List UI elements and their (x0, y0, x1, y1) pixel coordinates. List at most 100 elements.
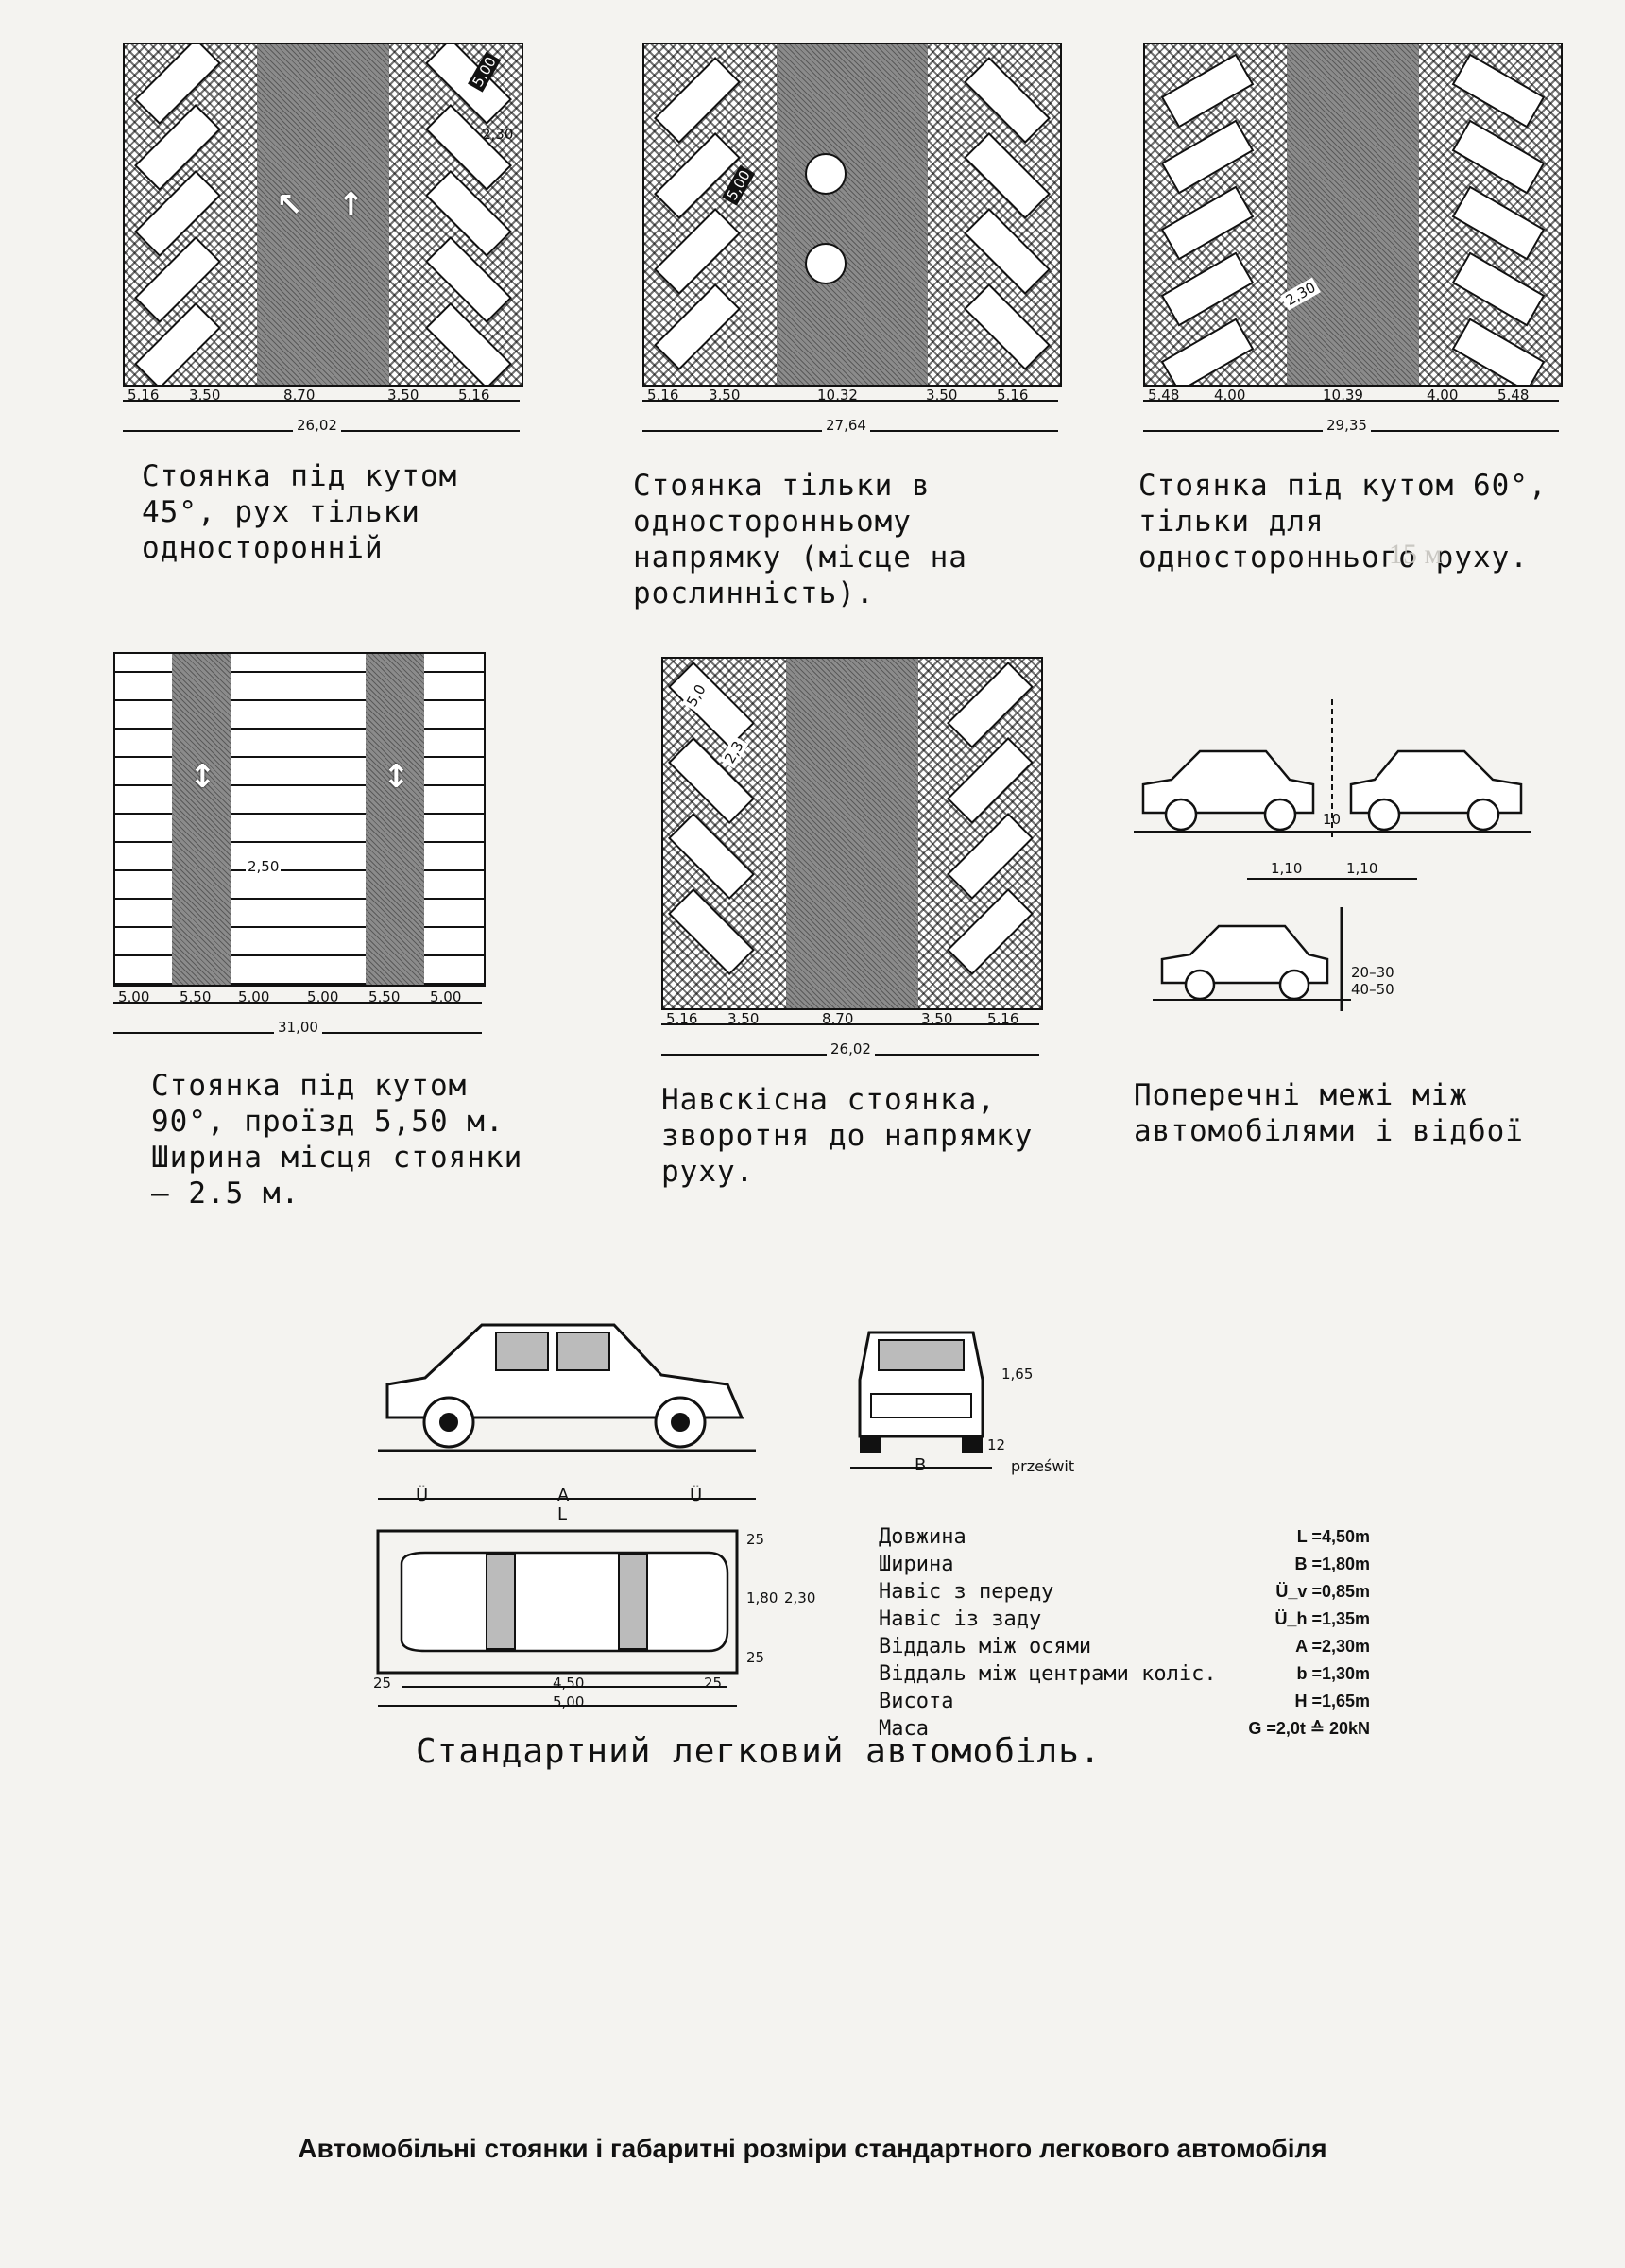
direction-arrow: ↕ (189, 758, 216, 796)
front-overhang-label: Ü (416, 1486, 429, 1505)
total-width: 26,02 (293, 417, 341, 434)
figure-caption: Автомобільні стоянки і габаритні розміри… (298, 2134, 1327, 2163)
panel-gaps: 10 1,10 1,10 20–30 40–50 Поперечні межі … (1134, 662, 1587, 1172)
dim-1: 5,48 (1148, 387, 1180, 404)
aisle-right (366, 654, 424, 985)
planting-circle (805, 243, 847, 284)
total-width: 26,02 (827, 1040, 875, 1057)
car-side-right (1349, 749, 1523, 832)
stall-width-label: 2,50 (246, 858, 282, 875)
panel-90-degree: ↕ ↕ 2,50 5,00 5,50 5,00 5,00 5,50 5,00 3… (113, 652, 529, 1238)
dim-6: 5,00 (430, 988, 462, 1005)
dim-2: 3,50 (189, 387, 221, 404)
car-plan-view (376, 1529, 739, 1707)
dim-4: 5,00 (307, 988, 339, 1005)
plan-outer-length: 5,00 (553, 1693, 585, 1710)
caption-90: Стоянка під кутом 90°, проїзд 5,50 м. Ши… (151, 1069, 523, 1211)
width-label: B (915, 1455, 927, 1475)
dim-2: 4,00 (1214, 387, 1246, 404)
dim-4: 3,50 (921, 1010, 953, 1027)
dim-1: 5,00 (118, 988, 150, 1005)
dim-3: 8,70 (283, 387, 316, 404)
planting-circle (805, 153, 847, 195)
standard-car-section: Ü A Ü L 1,65 12 B prześwit 25 25 25 25 1… (350, 1304, 1521, 1796)
length-dim-line (378, 1498, 756, 1500)
aisle (257, 44, 389, 385)
dimension-chain (123, 400, 520, 402)
aisle-left (172, 654, 231, 985)
height-label: 1,65 (1001, 1366, 1034, 1383)
dim-5: 5,50 (368, 988, 401, 1005)
dim-5: 5,16 (458, 387, 490, 404)
plan-margin-bottom: 25 (746, 1649, 765, 1666)
caption-gaps: Поперечні межі між автомобілями і відбої (1134, 1078, 1524, 1148)
aisle (786, 659, 918, 1008)
aisle (1287, 44, 1419, 385)
dim-5: 5,16 (987, 1010, 1019, 1027)
side-gap: 10 (1323, 811, 1342, 828)
dim-4: 3,50 (926, 387, 958, 404)
aisle (777, 44, 928, 385)
caption-oblique: Навскісна стоянка, зворотня до напрямку … (661, 1083, 1034, 1189)
wheelbase-label: A (557, 1486, 570, 1505)
clearance-label: 12 (987, 1436, 1006, 1453)
caption-one-way: Стоянка тільки в односторонньому напрямк… (633, 469, 967, 610)
dimension-chain (1143, 400, 1559, 402)
curb-gap-diagram (1153, 907, 1351, 1011)
curb-dim-1: 20–30 (1351, 964, 1394, 981)
direction-arrow: ↑ (337, 186, 365, 224)
panel-60-degree: 2,30 5,48 4,00 10,39 4,00 5,48 29,35 Сто… (1138, 43, 1573, 575)
dim-1: 5,16 (666, 1010, 698, 1027)
dim-4: 4,00 (1427, 387, 1459, 404)
length-label: L (557, 1504, 568, 1524)
rear-overhang-label: Ü (690, 1486, 703, 1505)
caption-60: Стоянка під кутом 60°, тільки для одност… (1138, 469, 1548, 575)
plan-margin-right: 25 (704, 1675, 723, 1692)
dim-3: 5,00 (238, 988, 270, 1005)
dim-1: 5,16 (647, 387, 679, 404)
plan-margin-left: 25 (373, 1675, 392, 1692)
dim-2: 3,50 (709, 387, 741, 404)
dim-4: 3,50 (387, 387, 419, 404)
dim-1: 5,16 (128, 387, 160, 404)
dim-5: 5,16 (997, 387, 1029, 404)
dim-3: 10,39 (1323, 387, 1363, 404)
dimension-chain (661, 1023, 1039, 1025)
parking-plan-one-way: 5,00 (642, 43, 1062, 387)
total-width: 31,00 (274, 1019, 322, 1036)
total-width: 29,35 (1323, 417, 1371, 434)
plan-width: 1,80 (746, 1589, 778, 1606)
parking-plan-oblique: 5,0 2,3 (661, 657, 1043, 1010)
plan-outer-width: 2,30 (784, 1589, 816, 1606)
side-dim-left: 1,10 (1271, 860, 1303, 877)
car-side-view (378, 1323, 756, 1452)
direction-arrow: ↕ (383, 758, 410, 796)
total-width: 27,64 (822, 417, 870, 434)
width-dim-line (850, 1467, 992, 1469)
curb-dim-2: 40–50 (1351, 981, 1394, 998)
dimension-chain (113, 1002, 482, 1004)
dim-2: 5,50 (180, 988, 212, 1005)
car-front-view (858, 1331, 984, 1453)
dim-3: 10,32 (817, 387, 858, 404)
dim-2: 3,50 (727, 1010, 760, 1027)
stall-width-label: 2,30 (482, 126, 514, 143)
standard-car-title: Стандартний легковий автомобіль. (416, 1732, 1102, 1771)
panel-oblique-reverse: 5,0 2,3 5,16 3,50 8,70 3,50 5,16 26,02 Н… (661, 657, 1058, 1189)
parking-plan-45: ↖ ↑ 5,00 (123, 43, 523, 387)
dimension-chain (642, 400, 1058, 402)
panel-45-degree: ↖ ↑ 5,00 2,30 5,16 3,50 8,70 3,50 5,16 2… (113, 43, 539, 572)
spec-track: Віддаль між центрами коліс.b =1,30m (879, 1662, 1370, 1686)
plan-length: 4,50 (553, 1675, 585, 1692)
dim-5: 5,48 (1497, 387, 1530, 404)
clearance-term: prześwit (1011, 1457, 1075, 1475)
direction-arrow: ↖ (276, 186, 303, 224)
